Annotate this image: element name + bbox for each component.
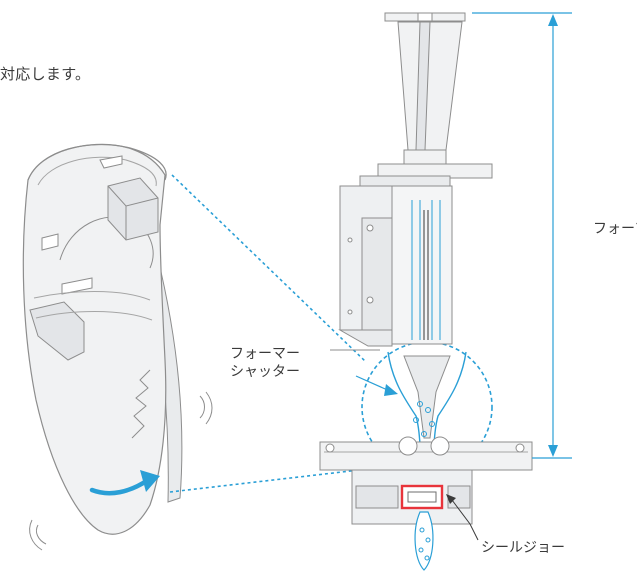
seal-jaw-pointer [451,499,479,541]
seal-jaw-label: シールジョー [481,540,565,556]
shutter-band [33,291,153,321]
packaging-machine [319,12,533,571]
motion-mark-right [199,391,213,425]
roller-right [430,436,450,456]
machine-side-panel [361,217,393,331]
machine-bracket [338,329,393,347]
shutter-pointer-arrow-head [384,384,398,396]
machine-rail [319,441,533,471]
bag [414,511,434,571]
panel-bolt-2 [366,296,374,304]
former-height-label: フォーマ [593,221,637,237]
hopper-funnel [397,21,463,151]
rail-bolt-left [325,443,335,453]
lower-side-block [355,485,399,509]
hopper-top-cap [417,12,433,22]
panel-bolt-1 [366,224,374,232]
former-shutter-label-line1: フォーマー [230,346,300,362]
forming-tube [411,200,441,340]
forming-tube-core [423,210,429,340]
shutter-top-rim [27,143,167,181]
rotation-arrow [89,477,151,496]
panel-bolt-3 [347,237,353,243]
dim-arrow-top [548,14,558,26]
former-shutter-illustration [22,143,213,551]
machine-center-column [391,185,453,345]
former-height-dimension [472,12,572,459]
rail-bolt-right [515,443,525,453]
caption-text: 対応します。 [0,65,91,83]
former-shutter-label-line2: シャッター [230,364,300,380]
hopper-collar [403,149,447,165]
panel-bolt-4 [347,309,353,315]
zoom-line-top [171,174,367,363]
shutter-block-edge [107,185,159,240]
shutter-slot-3 [61,277,93,295]
motion-mark-left [29,519,47,551]
dim-arrow-bottom [548,445,558,457]
machine-shutter-funnel [403,355,451,439]
rotation-arrow-head [140,470,160,492]
seal-jaw-inner [407,491,437,503]
seal-jaw-pointer-head [446,494,456,504]
bag-drops [418,527,431,561]
shutter-slot-2 [41,233,59,251]
shutter-slot-1 [99,155,123,169]
shutter-serrated-edge [131,369,151,439]
roller-left [398,436,418,456]
shutter-block [107,177,159,241]
product-drops [413,401,435,437]
